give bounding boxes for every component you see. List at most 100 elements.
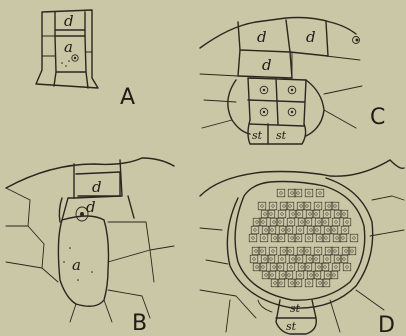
cell-nucleus — [351, 250, 354, 253]
cell — [334, 255, 342, 263]
cell — [325, 247, 333, 255]
panel-c: d d d st st C — [200, 18, 385, 145]
cell — [334, 210, 342, 218]
cell — [251, 226, 259, 234]
panel-a-label-d: d — [64, 12, 74, 30]
cell — [294, 234, 302, 242]
cell-nucleus — [292, 258, 295, 261]
cell-nucleus — [328, 205, 331, 208]
cell-nucleus — [279, 266, 282, 269]
cell — [332, 218, 340, 226]
cell-nucleus — [301, 266, 304, 269]
panel-d-letter: D — [378, 313, 395, 336]
cell — [304, 263, 312, 271]
cell-nucleus — [279, 221, 282, 224]
cell-nucleus — [291, 282, 294, 285]
cell-nucleus — [326, 213, 329, 216]
cell — [330, 226, 338, 234]
cell — [324, 271, 332, 279]
cell-nucleus — [353, 237, 356, 240]
cell — [340, 255, 348, 263]
cell-nucleus — [308, 237, 311, 240]
cell-nucleus — [325, 237, 328, 240]
cell — [288, 279, 296, 287]
cell-nucleus — [272, 205, 275, 208]
cell — [316, 234, 324, 242]
cell — [322, 279, 330, 287]
cell — [253, 218, 261, 226]
cell — [314, 247, 322, 255]
panel-b-letter: B — [132, 311, 147, 336]
cell — [253, 263, 261, 271]
cell — [268, 226, 276, 234]
panel-b: d d a B — [6, 158, 174, 336]
cell-nucleus — [333, 274, 336, 277]
cell-nucleus — [265, 229, 268, 232]
cell — [305, 279, 313, 287]
cell-nucleus — [253, 258, 256, 261]
panel-a-label-a: a — [64, 38, 73, 56]
cell — [312, 210, 320, 218]
panel-a: d a A — [36, 10, 135, 110]
cell-nucleus — [299, 274, 302, 277]
cell-nucleus — [342, 237, 345, 240]
cell-nucleus — [317, 205, 320, 208]
cell-nucleus — [328, 250, 331, 253]
cell — [259, 218, 267, 226]
cell-nucleus — [291, 237, 294, 240]
panel-c-label-d2: d — [306, 28, 316, 46]
cell — [270, 263, 278, 271]
cell-nucleus — [283, 205, 286, 208]
cell-nucleus — [274, 282, 277, 285]
cell — [250, 255, 258, 263]
cell-nucleus — [262, 266, 265, 269]
cell — [323, 210, 331, 218]
cell-nucleus — [307, 266, 310, 269]
cell-nucleus — [263, 237, 266, 240]
cell — [289, 255, 297, 263]
cell-nucleus — [319, 282, 322, 285]
cell — [341, 226, 349, 234]
cell-nucleus — [273, 221, 276, 224]
cell — [271, 234, 279, 242]
panel-d-cell-mass — [249, 189, 358, 287]
cell-nucleus — [297, 237, 300, 240]
cell-nucleus — [315, 213, 318, 216]
cell — [277, 189, 285, 197]
cell — [307, 226, 315, 234]
cell-nucleus — [306, 205, 309, 208]
cell-nucleus — [292, 213, 295, 216]
cell — [270, 218, 278, 226]
cell-nucleus — [309, 213, 312, 216]
cell-nucleus — [280, 282, 283, 285]
cell — [331, 202, 339, 210]
cell-nucleus — [265, 274, 268, 277]
cell-nucleus — [335, 266, 338, 269]
panel-c-label-st1: st — [252, 129, 263, 142]
cell-nucleus — [346, 221, 349, 224]
cell — [342, 247, 350, 255]
cell — [294, 279, 302, 287]
cell — [261, 210, 269, 218]
cell — [306, 210, 314, 218]
cell-nucleus — [319, 192, 322, 195]
cell — [259, 263, 267, 271]
cell-nucleus — [261, 250, 264, 253]
cell — [314, 202, 322, 210]
cell — [343, 263, 351, 271]
cell-nucleus — [255, 250, 258, 253]
cell — [298, 218, 306, 226]
cell-nucleus — [336, 237, 339, 240]
cell-nucleus — [281, 213, 284, 216]
cell-nucleus — [333, 229, 336, 232]
cell — [278, 255, 286, 263]
cell — [316, 189, 324, 197]
cell — [313, 271, 321, 279]
cell-nucleus — [271, 274, 274, 277]
cell-nucleus — [281, 258, 284, 261]
cell-nucleus — [343, 258, 346, 261]
cell-nucleus — [318, 221, 321, 224]
cell-nucleus — [282, 229, 285, 232]
cell — [268, 271, 276, 279]
cell — [261, 255, 269, 263]
